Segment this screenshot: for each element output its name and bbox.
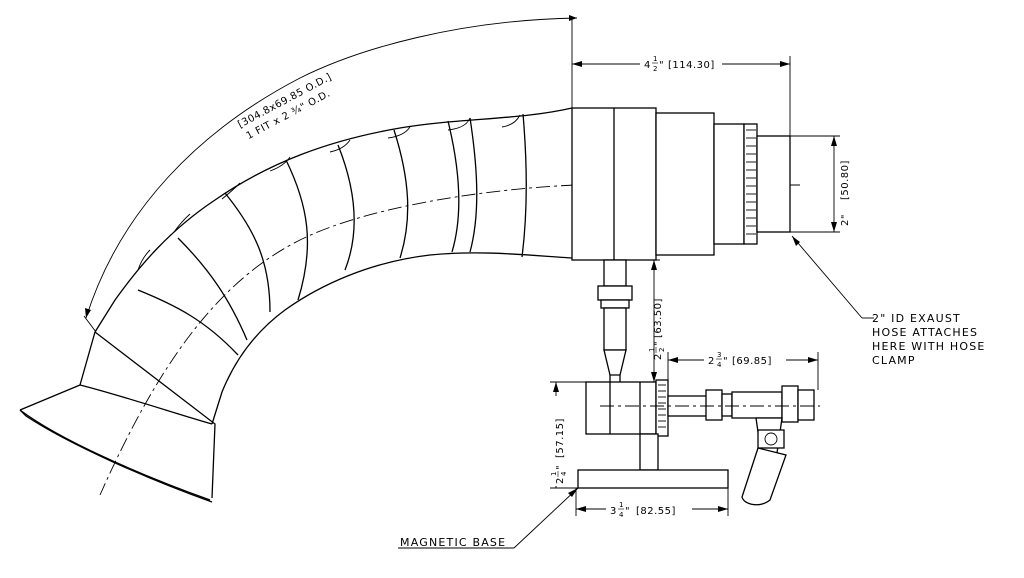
valve-metric: [69.85] [732, 356, 772, 367]
stem-den: 2 [658, 348, 666, 352]
base-unit: " [625, 506, 630, 517]
collar-whole: 4 [644, 60, 651, 71]
clamp-num: 1 [550, 472, 558, 476]
hose-note-line-2: HOSE ATTACHES [872, 326, 978, 339]
clamp-and-base [577, 379, 729, 489]
stem-whole: 2 [653, 353, 664, 360]
clamp-unit: " [555, 465, 566, 470]
outlet-metric: [50.80] [840, 160, 851, 200]
outlet-diameter-label: 2" [50.80] [840, 160, 851, 226]
outlet-imperial: 2" [840, 214, 851, 226]
collar-assembly [571, 107, 791, 261]
base-metric: [82.55] [636, 506, 676, 517]
dimension-lines [83, 15, 840, 516]
base-den: 4 [619, 511, 624, 519]
stem-height-label: 2 1 2 " [63.50] [648, 298, 666, 360]
stem-unit: " [653, 341, 664, 346]
clamp-height-label: 2 1 4 " [57.15] [550, 396, 568, 486]
arm-length-label: [304.8x69.85 O.D.] 1 FIT x 2 ¾" O.D. [236, 72, 334, 142]
valve-whole: 2 [708, 356, 715, 367]
valve-den: 4 [717, 361, 722, 369]
base-whole: 3 [610, 506, 617, 517]
hose-note-line-3: HERE WITH HOSE [872, 340, 986, 353]
valve-num: 3 [717, 351, 721, 359]
flexible-hose [94, 107, 800, 496]
collar-num: 1 [653, 55, 657, 63]
collar-metric: [114.30] [668, 60, 715, 71]
swivel-stem [597, 259, 633, 382]
hose-note-line-1: 2" ID EXAUST [872, 312, 961, 325]
magnetic-base-note: MAGNETIC BASE [400, 536, 506, 549]
collar-den: 2 [653, 65, 657, 73]
collar-unit: " [659, 60, 664, 71]
base-width-label: 3 1 4 " [82.55] [606, 500, 692, 519]
stem-num: 1 [648, 348, 656, 352]
stem-metric: [63.50] [653, 298, 664, 338]
clamp-den: 4 [560, 471, 568, 476]
collar-width-label: 4 1 2 " [114.30] [640, 54, 722, 73]
valve-unit: " [723, 356, 728, 367]
leader-lines [398, 235, 874, 549]
base-num: 1 [619, 501, 623, 509]
hose-attach-note: 2" ID EXAUST HOSE ATTACHES HERE WITH HOS… [872, 312, 986, 367]
exhaust-hood [19, 331, 216, 503]
clamp-whole: 2 [555, 477, 566, 484]
hose-note-line-4: CLAMP [872, 354, 916, 367]
valve-length-label: 2 3 4 " [69.85] [704, 350, 786, 369]
ball-valve [600, 385, 820, 506]
clamp-metric: [57.15] [555, 418, 566, 458]
